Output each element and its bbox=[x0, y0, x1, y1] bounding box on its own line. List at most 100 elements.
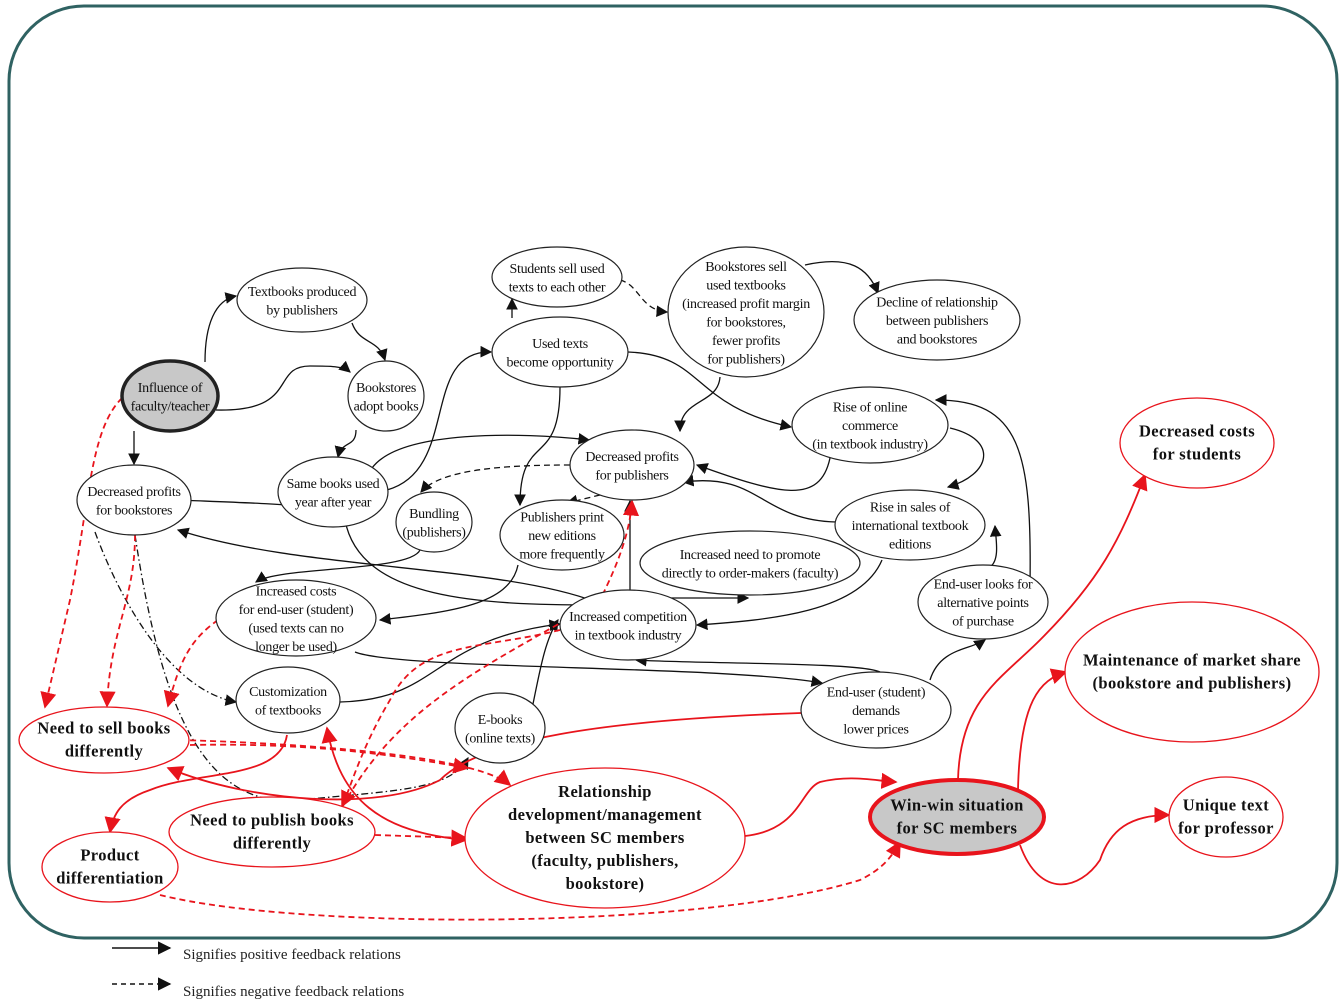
node-label-line: Bundling bbox=[409, 507, 459, 522]
node-relationship: Relationshipdevelopment/managementbetwee… bbox=[464, 767, 746, 909]
node-label-line: Textbooks produced bbox=[248, 285, 357, 300]
node-label-line: editions bbox=[889, 538, 931, 553]
node-ellipse bbox=[41, 831, 179, 903]
node-label-line: of purchase bbox=[952, 615, 1014, 630]
node-label-line: (in textbook industry) bbox=[812, 438, 928, 453]
node-ellipse bbox=[834, 489, 986, 561]
node-ebooks: E-books(online texts) bbox=[454, 692, 546, 764]
node-label-line: for professor bbox=[1178, 819, 1274, 838]
node-label-line: End-user looks for bbox=[934, 578, 1033, 593]
red-negative-relation-arrow bbox=[189, 743, 470, 774]
node-label-line: directly to order-makers (faculty) bbox=[662, 566, 839, 581]
node-publishers-print: Publishers print new editions more frequen… bbox=[499, 499, 625, 571]
node-label-line: become opportunity bbox=[507, 355, 614, 370]
red-negative-relation-arrow bbox=[40, 397, 123, 709]
node-label-line: for end-user (student) bbox=[239, 603, 354, 618]
node-label-line: lower prices bbox=[843, 723, 908, 738]
node-ellipse bbox=[18, 706, 190, 774]
node-ellipse bbox=[491, 246, 623, 308]
positive-relation-arrow bbox=[215, 360, 351, 411]
positive-relation-arrow bbox=[176, 494, 601, 606]
node-label-line: Same books used bbox=[287, 477, 380, 492]
positive-relation-arrow bbox=[946, 427, 985, 490]
node-label-line: more frequently bbox=[519, 548, 605, 563]
positive-relation-arrow bbox=[681, 474, 837, 523]
node-ellipse bbox=[347, 360, 425, 432]
positive-relation-arrow bbox=[695, 457, 831, 492]
node-label-line: Unique text bbox=[1183, 796, 1270, 815]
node-label-line: used textbooks bbox=[706, 278, 785, 293]
node-rise-online: Rise of online commerce (in textbook indus… bbox=[791, 386, 949, 464]
node-increased-need: Increased need to promote directly to ord… bbox=[639, 530, 861, 596]
node-same-books: Same books used year after year bbox=[277, 456, 389, 528]
red-negative-relation-arrow bbox=[163, 619, 219, 708]
node-ellipse bbox=[667, 246, 825, 378]
node-label-line: longer be used) bbox=[255, 640, 337, 655]
node-label-line: Increased need to promote bbox=[680, 548, 821, 563]
node-ellipse bbox=[464, 767, 746, 909]
node-label-line: Product bbox=[80, 846, 139, 865]
node-label-line: (bookstore and publishers) bbox=[1093, 674, 1292, 693]
negative-relation-arrow bbox=[134, 534, 469, 802]
positive-relation-arrow bbox=[674, 376, 721, 433]
node-label-line: for students bbox=[1153, 445, 1242, 464]
node-ellipse bbox=[917, 564, 1049, 640]
red-positive-relation-arrow bbox=[321, 726, 468, 847]
node-label-line: Rise of online bbox=[833, 401, 907, 416]
node-label-line: Increased competition bbox=[569, 610, 687, 625]
red-negative-relation-arrow bbox=[374, 829, 468, 846]
positive-relation-arrow bbox=[255, 549, 421, 583]
node-label-line: in textbook industry bbox=[575, 628, 682, 643]
node-ellipse bbox=[800, 671, 952, 749]
node-label-line: Increased costs bbox=[256, 584, 337, 599]
node-unique-text: Unique text for professor bbox=[1168, 776, 1284, 858]
node-label-line: of textbooks bbox=[255, 703, 321, 718]
node-ellipse bbox=[120, 359, 220, 433]
node-label-line: Students sell used bbox=[510, 262, 605, 277]
positive-relation-arrow bbox=[354, 651, 824, 687]
node-label-line: commerce bbox=[842, 419, 898, 434]
red-positive-relation-arrow bbox=[957, 473, 1148, 781]
node-label-line: demands bbox=[852, 704, 900, 719]
red-positive-relation-arrow bbox=[104, 734, 288, 834]
positive-relation-arrow bbox=[371, 432, 591, 469]
positive-relation-arrow bbox=[378, 564, 519, 625]
node-label-line: differently bbox=[233, 834, 312, 853]
node-ellipse bbox=[639, 530, 861, 596]
node-ellipse bbox=[215, 579, 377, 657]
node-label-line: Maintenance of market share bbox=[1083, 651, 1301, 670]
node-label-line: for publishers) bbox=[707, 352, 785, 367]
node-label-line: new editions bbox=[528, 529, 596, 544]
node-label-line: Win-win situation bbox=[890, 796, 1024, 815]
node-label-line: and bookstores bbox=[897, 333, 977, 348]
node-label-line: Need to sell books bbox=[37, 719, 170, 738]
node-label-line: for bookstores bbox=[96, 503, 172, 518]
red-negative-relation-arrow bbox=[179, 739, 512, 787]
node-label-line: Relationship bbox=[558, 782, 652, 801]
negative-relation-arrow bbox=[565, 494, 601, 507]
positive-relation-arrow bbox=[627, 351, 793, 431]
node-label-line: Publishers print bbox=[520, 511, 604, 526]
node-ellipse bbox=[569, 429, 695, 501]
positive-relation-arrow bbox=[804, 261, 880, 295]
node-label-line: Bookstores bbox=[356, 381, 416, 396]
positive-relation-arrow bbox=[351, 322, 388, 362]
red-positive-relation-arrow bbox=[1019, 806, 1171, 886]
negative-relation-arrow bbox=[420, 464, 571, 493]
node-label-line: year after year bbox=[295, 495, 372, 510]
